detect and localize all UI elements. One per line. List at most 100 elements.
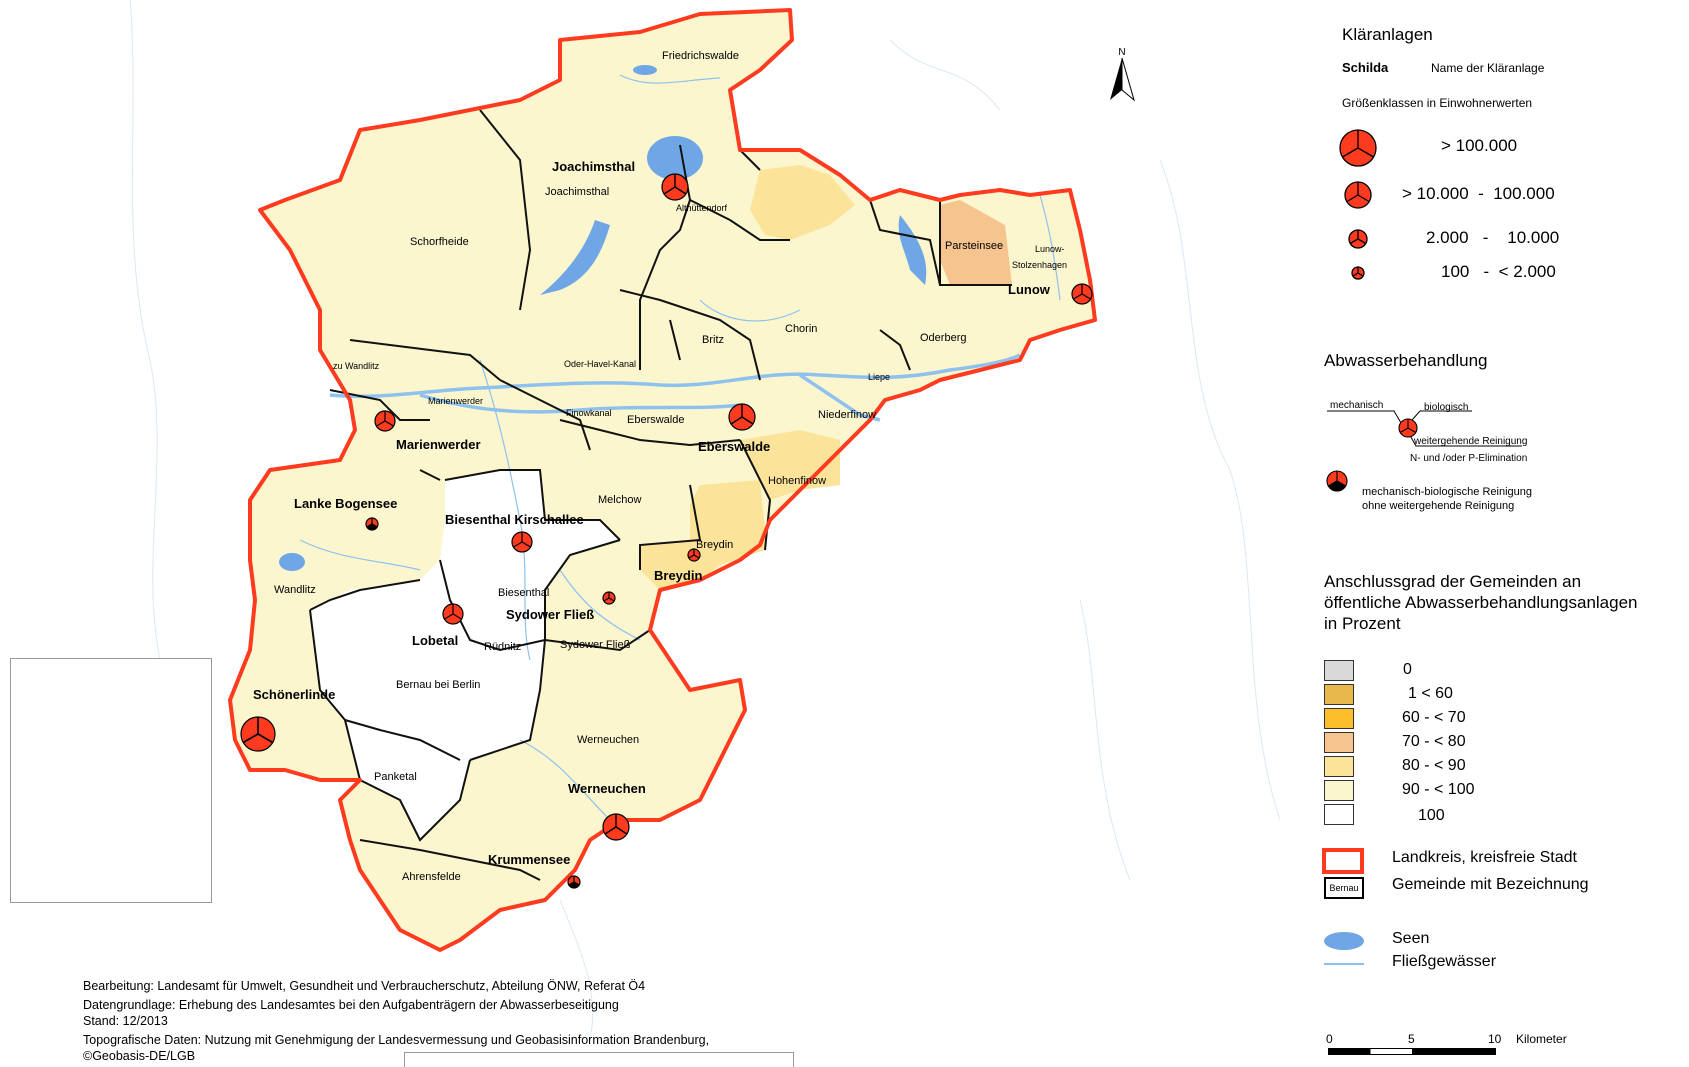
plant-lunow [1071,283,1093,305]
legend-swatch-5 [1324,780,1354,801]
label-althuettendorf: Althüttendorf [676,203,728,213]
legend-size-1: > 100.000 [1441,136,1518,155]
label-marienwerder: Marienwerder [428,396,483,406]
legend-size-title: Größenklassen in Einwohnerwerten [1342,96,1533,110]
plant-lobetal [442,603,464,625]
municipality-labels: Friedrichswalde Joachimsthal Schorfheide… [274,50,1067,883]
legend-example-desc: Name der Kläranlage [1431,61,1545,75]
scale-0: 0 [1326,1032,1333,1046]
label-panketal: Panketal [374,771,417,783]
label-eberswalde: Eberswalde [627,414,684,426]
label-hohenfinow: Hohenfinow [768,475,826,487]
scale-unit: Kilometer [1516,1032,1567,1046]
plant-krummensee [567,875,581,889]
label-schorfheide: Schorfheide [410,236,469,248]
label-britz: Britz [702,334,724,346]
area-70-80-parsteinsee [940,200,1012,285]
legend-class-4: 80 - < 90 [1402,757,1466,774]
label-stolzenhagen: Stolzenhagen [1012,260,1067,270]
legend-connection-title-3: in Prozent [1324,614,1401,633]
plant-werneuchen [602,813,630,841]
footer-line-5: ©Geobasis-DE/LGB [83,1049,196,1063]
label-zu-wandlitz: zu Wandlitz [333,361,380,371]
streams [299,74,1061,821]
label-lunow: Lunow- [1035,244,1065,254]
label-liepe: Liepe [868,372,890,382]
label-wandlitz: Wandlitz [274,584,316,596]
legend-municipality-label: Gemeinde mit Bezeichnung [1392,876,1589,893]
area-80-90-althuettendorf [750,165,855,240]
legend-class-5: 90 - < 100 [1402,781,1475,798]
label-niederfinow: Niederfinow [818,409,876,421]
plant-label-werneuchen: Werneuchen [568,781,646,796]
legend-mb-2: ohne weitergehende Reinigung [1362,500,1515,512]
label-friedrichswalde: Friedrichswalde [662,50,739,62]
footer-line-4: Topografische Daten: Nutzung mit Genehmi… [83,1033,710,1047]
plant-label-lobetal: Lobetal [412,633,458,648]
scale-5: 5 [1408,1032,1415,1046]
area-80-90-melchow [690,480,765,565]
plant-biesenthal-kirschallee [511,531,533,553]
label-ruednitz: Rüdnitz [484,641,521,653]
plant-joachimsthal [661,173,689,201]
plant-label-lunow: Lunow [1008,282,1051,297]
footer-line-1: Bearbeitung: Landesamt für Umwelt, Gesun… [83,979,646,993]
label-breydin: Breydin [696,539,733,551]
plant-label-sydower-fliess: Sydower Fließ [506,607,594,622]
legend-swatch-3 [1324,732,1354,753]
footer-line-2: Datengrundlage: Erhebung des Landesamtes… [83,998,619,1012]
plant-label-eberswalde: Eberswalde [698,439,770,454]
legend-municipality-sample: Bernau [1329,883,1359,893]
legend-swatch-6 [1324,804,1354,825]
label-melchow: Melchow [598,494,641,506]
plant-sydower-fliess [602,591,616,605]
plant-labels: Joachimsthal Lunow Marienwerder Eberswal… [253,159,1051,867]
plant-label-krummensee: Krummensee [488,852,570,867]
label-finowkanal: Finowkanal [566,408,612,418]
legend-treatment-adv: weitergehende Reinigung [1414,436,1528,447]
legend-swatch-0 [1324,660,1354,681]
legend-class-0: 0 [1403,661,1412,678]
label-sydower-fliess: Sydower Fließ [560,639,631,651]
legend-swatch-2 [1324,708,1354,729]
legend-class-3: 70 - < 80 [1402,733,1466,750]
area-80-90-hohenfinow [740,430,840,500]
label-biesenthal: Biesenthal [498,587,549,599]
north-arrow-icon: N [1110,47,1135,102]
label-ahrensfelde: Ahrensfelde [402,871,461,883]
legend-mb-symbol [1326,470,1348,492]
plant-label-joachimsthal: Joachimsthal [552,159,635,174]
label-oderberg: Oderberg [920,332,966,344]
plant-lanke-bogensee [365,517,379,531]
label-oder-havel-kanal: Oder-Havel-Kanal [564,359,636,369]
legend-plants-title: Kläranlagen [1342,25,1433,44]
legend-treatment-title: Abwasserbehandlung [1324,351,1488,370]
legend-class-6: 100 [1418,807,1445,824]
legend-mb-1: mechanisch-biologische Reinigung [1362,486,1532,498]
plant-eberswalde [728,403,756,431]
legend-swatch-1 [1324,684,1354,705]
legend-treatment-mech: mechanisch [1330,400,1384,411]
overview-inset [10,658,212,903]
plant-breydin [687,548,701,562]
plant-label-breydin: Breydin [654,568,702,583]
footer-line-3: Stand: 12/2013 [83,1014,168,1028]
legend-municipality-swatch: Bernau [1324,877,1364,899]
label-parsteinsee: Parsteinsee [945,240,1003,252]
plant-label-lanke-bogensee: Lanke Bogensee [294,496,397,511]
lakes [279,65,927,571]
legend-rivers-label: Fließgewässer [1392,953,1497,970]
label-werneuchen: Werneuchen [577,734,639,746]
label-chorin: Chorin [785,323,817,335]
legend-size-2: > 10.000 - 100.000 [1402,184,1555,203]
legend-connection-title-1: Anschlussgrad der Gemeinden an [1324,572,1582,591]
scale-bar [1328,1048,1496,1055]
bottom-frame [404,1052,794,1067]
legend-size-symbols [1339,129,1377,280]
plant-symbols [240,173,1093,889]
footer-credits: Bearbeitung: Landesamt für Umwelt, Gesun… [83,978,843,1064]
legend-treatment-bio: biologisch [1424,402,1469,413]
legend-size-4: 100 - < 2.000 [1441,262,1556,281]
legend-treatment-diagram [1327,410,1522,447]
